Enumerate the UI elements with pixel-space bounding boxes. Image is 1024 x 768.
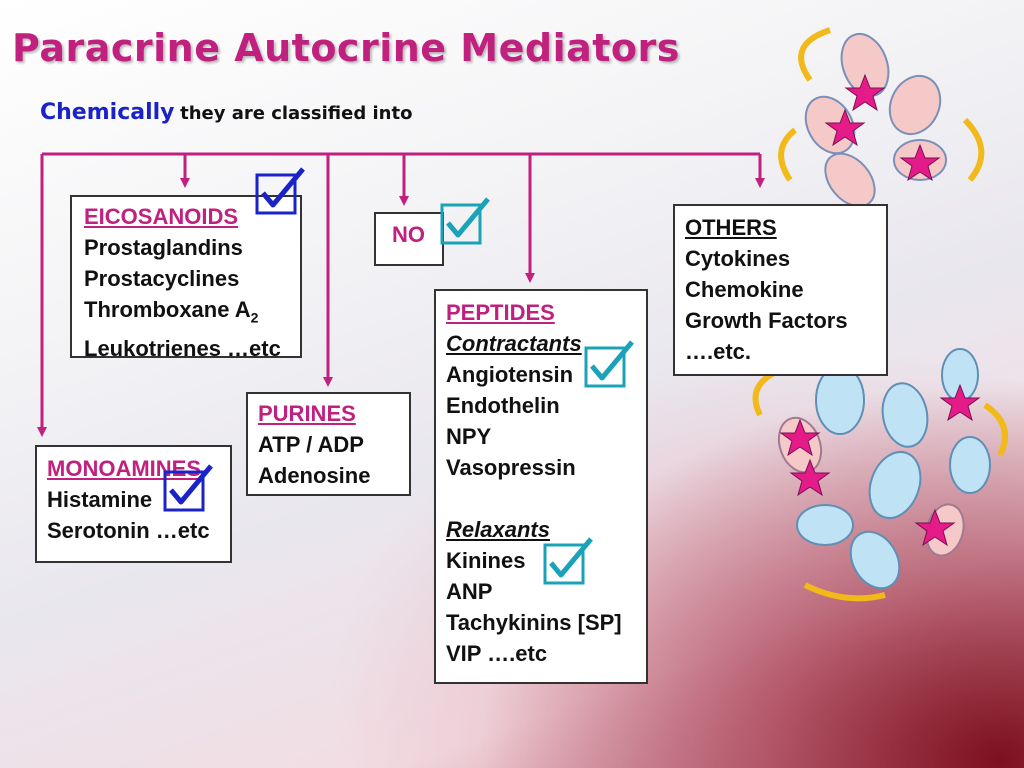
- eicosanoids-item-thromboxane: Thromboxane A2: [84, 294, 288, 333]
- others-heading: OTHERS: [685, 215, 777, 240]
- cells-illustration-top: [778, 27, 985, 208]
- checkbox-check-icon: [543, 535, 595, 585]
- subtitle-rest: they are classified into: [180, 103, 413, 124]
- peptides-heading: PEPTIDES: [446, 300, 555, 325]
- no-label: NO: [392, 222, 425, 247]
- purines-item: ATP / ADP: [258, 432, 364, 457]
- thromboxane-subscript: 2: [250, 309, 259, 326]
- purines-item: Adenosine: [258, 463, 371, 488]
- others-item: Cytokines: [685, 246, 791, 271]
- peptides-item: NPY: [446, 424, 492, 449]
- peptides-item: Kinines: [446, 548, 526, 573]
- eicosanoids-heading: EICOSANOIDS: [84, 204, 239, 229]
- others-item: Growth Factors: [685, 308, 848, 333]
- cells-illustration-bottom: [752, 348, 1008, 602]
- contractants-label: Contractants: [446, 331, 582, 356]
- peptides-item: Vasopressin: [446, 455, 576, 480]
- no-box: NO: [374, 212, 444, 266]
- peptides-item: Endothelin: [446, 393, 560, 418]
- monoamines-item: Histamine: [47, 487, 153, 512]
- spacer: [446, 483, 636, 514]
- peptides-item: ANP: [446, 579, 493, 604]
- purines-box: PURINES ATP / ADP Adenosine: [246, 392, 411, 496]
- eicosanoids-box: EICOSANOIDS Prostaglandins Prostacycline…: [70, 195, 302, 361]
- peptides-item: Angiotensin: [446, 362, 574, 387]
- page-title: Paracrine Autocrine Mediators: [12, 26, 680, 70]
- relaxants-label: Relaxants: [446, 517, 550, 542]
- monoamines-item: Serotonin …etc: [47, 518, 210, 543]
- checkbox-check-icon: [440, 195, 492, 245]
- others-box: OTHERS Cytokines Chemokine Growth Factor…: [673, 204, 888, 376]
- eicosanoids-item: Leukotrienes …etc: [84, 336, 281, 362]
- subtitle-emphasis: Chemically: [40, 100, 175, 125]
- peptides-item: Tachykinins [SP]: [446, 610, 622, 635]
- checkbox-check-icon: [584, 338, 636, 388]
- checkbox-check-icon: [255, 165, 307, 215]
- purines-heading: PURINES: [258, 401, 356, 426]
- others-item: Chemokine: [685, 277, 804, 302]
- eicosanoids-item: Prostacyclines: [84, 266, 240, 291]
- monoamines-box: MONOAMINES Histamine Serotonin …etc: [35, 445, 232, 563]
- others-item: ….etc.: [685, 339, 752, 364]
- eicosanoids-item: Prostaglandins: [84, 235, 243, 260]
- subtitle: Chemically they are classified into: [40, 100, 412, 125]
- checkbox-check-icon: [163, 462, 215, 512]
- peptides-box: PEPTIDES Contractants Angiotensin Endoth…: [434, 289, 648, 684]
- thromboxane-label: Thromboxane A: [84, 297, 251, 322]
- monoamines-heading: MONOAMINES: [47, 456, 201, 481]
- peptides-item: VIP ….etc: [446, 641, 548, 666]
